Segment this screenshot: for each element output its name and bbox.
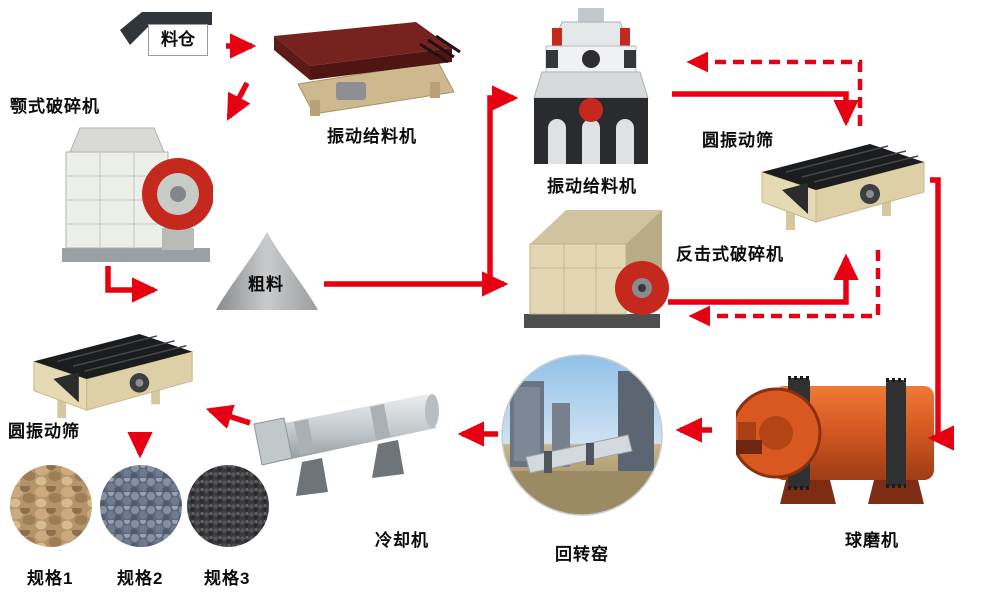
coarse-material-label: 粗料 [248, 275, 284, 294]
silo-shape [120, 12, 212, 45]
circular-screen-left-label: 圆振动筛 [8, 422, 80, 441]
circular-screen-left-image [28, 326, 200, 428]
arrow-screen-return-to-cone-crusher [686, 51, 863, 126]
product-1-label: 规格1 [27, 569, 74, 588]
jaw-crusher-image [58, 116, 213, 268]
circular-screen-right-image [756, 136, 932, 240]
vibrating-feeder-image [270, 22, 465, 120]
silo-label: 料仓 [148, 24, 208, 56]
arrow-cone-crusher-to-screen [672, 91, 859, 127]
cooler-label: 冷却机 [375, 531, 429, 550]
arrow-cooler-to-screen [205, 404, 251, 429]
silo-image [118, 12, 214, 66]
rotary-kiln-label: 回转窑 [555, 545, 609, 564]
arrow-coarse-to-cone-crusher [487, 85, 519, 284]
cooler-image [250, 366, 450, 514]
product-3-label: 规格3 [204, 569, 251, 588]
impact-crusher-label: 反击式破碎机 [676, 245, 784, 264]
product-1-image [9, 464, 93, 548]
circular-screen-right-label: 圆振动筛 [702, 131, 774, 150]
impact-crusher-image [516, 196, 674, 336]
arrow-silo-to-jaw-crusher [226, 81, 251, 121]
product-2-label: 规格2 [117, 569, 164, 588]
ball-mill-label: 球磨机 [845, 531, 899, 550]
product-3-image [186, 464, 270, 548]
coarse-material-image [214, 230, 320, 314]
rotary-kiln-image [500, 353, 664, 517]
cone-crusher-image [528, 6, 654, 170]
vibrating-feeder-label: 振动给料机 [327, 127, 417, 146]
jaw-crusher-label: 颚式破碎机 [10, 97, 100, 116]
product-2-image [99, 464, 183, 548]
ball-mill-image [736, 352, 942, 518]
arrow-jaw-crusher-to-coarse [105, 266, 159, 303]
cone-crusher-label: 振动给料机 [547, 177, 637, 196]
